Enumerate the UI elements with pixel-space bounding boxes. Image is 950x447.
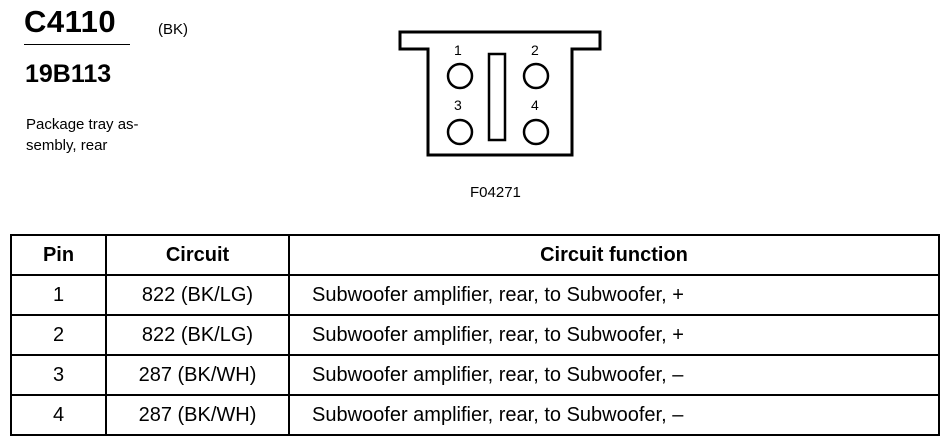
circuit-cell: 287 (BK/WH) bbox=[105, 394, 290, 436]
pin-cavity-2 bbox=[522, 62, 550, 90]
pin-label-4: 4 bbox=[531, 97, 539, 113]
connector-housing-outline bbox=[398, 30, 602, 157]
connector-id: C4110 bbox=[24, 4, 117, 39]
pin-circuit-table: Pin Circuit Circuit function 1 822 (BK/L… bbox=[10, 234, 940, 436]
part-number: 19B113 bbox=[25, 60, 112, 88]
pin-cavity-3 bbox=[446, 118, 474, 146]
circuit-function-cell: Subwoofer amplifier, rear, to Subwoofer,… bbox=[288, 394, 940, 436]
connector-center-key bbox=[487, 52, 507, 142]
connector-description-line-2: sembly, rear bbox=[26, 137, 108, 154]
circuit-function-cell: Subwoofer amplifier, rear, to Subwoofer,… bbox=[288, 274, 940, 316]
circuit-cell: 287 (BK/WH) bbox=[105, 354, 290, 396]
table-header-row: Pin Circuit Circuit function bbox=[10, 234, 940, 276]
pin-cell: 1 bbox=[10, 274, 107, 316]
pin-cell: 4 bbox=[10, 394, 107, 436]
header-pin: Pin bbox=[10, 234, 107, 276]
table-row: 3 287 (BK/WH) Subwoofer amplifier, rear,… bbox=[10, 354, 940, 396]
pin-label-2: 2 bbox=[531, 42, 539, 58]
circuit-cell: 822 (BK/LG) bbox=[105, 274, 290, 316]
pin-cell: 2 bbox=[10, 314, 107, 356]
pin-label-1: 1 bbox=[454, 42, 462, 58]
connector-color: (BK) bbox=[158, 21, 188, 38]
connector-id-underline bbox=[24, 44, 130, 45]
connector-description: Package tray as- sembly, rear bbox=[26, 114, 176, 156]
circuit-cell: 822 (BK/LG) bbox=[105, 314, 290, 356]
pin-cavity-4 bbox=[522, 118, 550, 146]
connector-description-line-1: Package tray as- bbox=[26, 116, 139, 133]
table-row: 4 287 (BK/WH) Subwoofer amplifier, rear,… bbox=[10, 394, 940, 436]
circuit-function-cell: Subwoofer amplifier, rear, to Subwoofer,… bbox=[288, 314, 940, 356]
figure-code: F04271 bbox=[470, 184, 521, 201]
circuit-function-cell: Subwoofer amplifier, rear, to Subwoofer,… bbox=[288, 354, 940, 396]
table-row: 1 822 (BK/LG) Subwoofer amplifier, rear,… bbox=[10, 274, 940, 316]
header-circuit: Circuit bbox=[105, 234, 290, 276]
pin-cell: 3 bbox=[10, 354, 107, 396]
table-row: 2 822 (BK/LG) Subwoofer amplifier, rear,… bbox=[10, 314, 940, 356]
pin-cavity-1 bbox=[446, 62, 474, 90]
connector-face-diagram: 1 2 3 4 bbox=[398, 30, 602, 157]
pin-label-3: 3 bbox=[454, 97, 462, 113]
header-circuit-function: Circuit function bbox=[288, 234, 940, 276]
